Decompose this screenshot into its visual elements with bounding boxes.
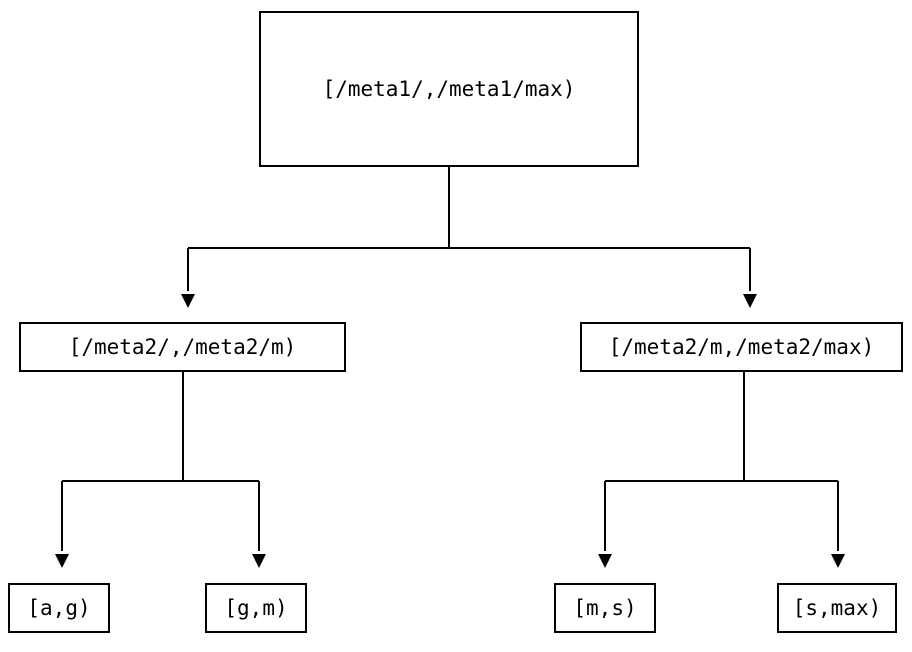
tree-node-mid-right-label: [/meta2/m,/meta2/max) bbox=[608, 334, 875, 359]
tree-node-leaf-m-s[interactable]: [m,s) bbox=[554, 583, 656, 633]
tree-node-mid-left-label: [/meta2/,/meta2/m) bbox=[68, 334, 297, 359]
arrow-head-mid-left bbox=[181, 294, 195, 308]
tree-node-leaf-a-g[interactable]: [a,g) bbox=[8, 583, 110, 633]
tree-node-leaf-s-max-label: [s,max) bbox=[792, 595, 882, 620]
tree-node-leaf-g-m-label: [g,m) bbox=[224, 595, 288, 620]
arrow-head-leaf-gm bbox=[252, 554, 266, 568]
tree-node-leaf-a-g-label: [a,g) bbox=[27, 595, 91, 620]
tree-node-leaf-g-m[interactable]: [g,m) bbox=[205, 583, 307, 633]
arrow-head-leaf-smax bbox=[831, 554, 845, 568]
arrow-head-leaf-ag bbox=[55, 554, 69, 568]
tree-node-mid-right[interactable]: [/meta2/m,/meta2/max) bbox=[580, 322, 903, 372]
tree-node-mid-left[interactable]: [/meta2/,/meta2/m) bbox=[19, 322, 346, 372]
tree-node-root-label: [/meta1/,/meta1/max) bbox=[322, 76, 576, 101]
arrow-head-leaf-ms bbox=[598, 554, 612, 568]
arrow-head-mid-right bbox=[743, 294, 757, 308]
tree-node-root[interactable]: [/meta1/,/meta1/max) bbox=[259, 11, 639, 167]
tree-node-leaf-s-max[interactable]: [s,max) bbox=[777, 583, 897, 633]
tree-node-leaf-m-s-label: [m,s) bbox=[573, 595, 637, 620]
